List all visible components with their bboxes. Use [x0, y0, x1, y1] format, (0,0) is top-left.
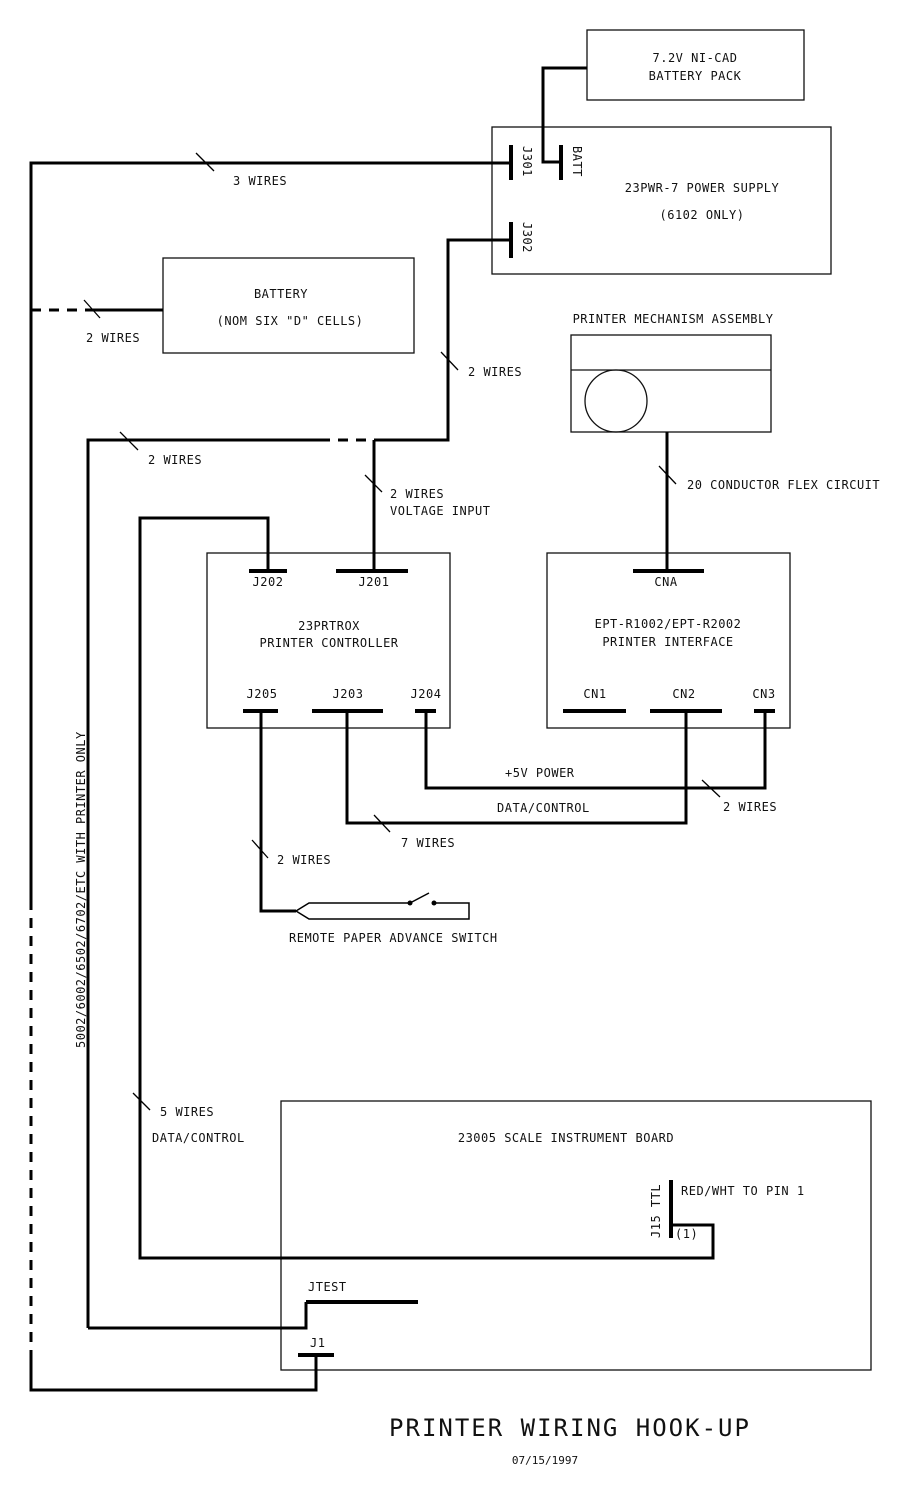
label-5v-power: +5V POWER	[505, 766, 575, 780]
battery-line1: BATTERY	[254, 287, 308, 301]
j15-pin-note: RED/WHT TO PIN 1	[681, 1184, 805, 1198]
j15-pin-label: (1)	[675, 1227, 698, 1241]
wire-left-2-wires	[86, 438, 320, 1328]
j205-label: J205	[247, 687, 278, 701]
power-supply-line2: (6102 ONLY)	[660, 208, 745, 222]
nicad-pack-box	[586, 29, 805, 101]
switch-lead-top	[295, 902, 410, 912]
j1-label: J1	[310, 1336, 325, 1350]
label-voltage-wires: 2 WIRES	[390, 487, 444, 501]
printer-controller-box	[206, 552, 451, 729]
wire-data-control	[345, 711, 688, 825]
label-left-wires: 2 WIRES	[148, 453, 202, 467]
label-cn3-wires: 2 WIRES	[723, 800, 777, 814]
label-flex-circuit: 20 CONDUCTOR FLEX CIRCUIT	[687, 478, 880, 492]
label-vertical-note: 5002/6002/6502/6702/ETC WITH PRINTER ONL…	[74, 731, 88, 1048]
printer-roller-icon	[584, 369, 648, 433]
printer-controller-line1: 23PRTROX	[298, 619, 360, 633]
label-voltage-input: VOLTAGE INPUT	[390, 504, 490, 518]
printer-controller-line2: PRINTER CONTROLLER	[259, 636, 398, 650]
batt-label: BATT	[570, 146, 584, 177]
tick-flex	[658, 465, 677, 485]
label-3-wires: 3 WIRES	[233, 174, 287, 188]
j201-label: J201	[359, 575, 390, 589]
cna-label: CNA	[654, 575, 677, 589]
wire-jtest	[88, 1302, 308, 1330]
printer-interface-line1: EPT-R1002/EPT-R2002	[595, 617, 742, 631]
switch-lead-bottom	[295, 902, 470, 920]
printer-interface-line2: PRINTER INTERFACE	[602, 635, 733, 649]
battery-box	[162, 257, 415, 354]
diagram-date: 07/15/1997	[512, 1454, 578, 1467]
jtest-label: JTEST	[308, 1280, 347, 1294]
power-supply-box	[491, 126, 832, 275]
wire-5v-power	[424, 711, 767, 790]
wire-switch	[259, 711, 296, 913]
label-7-wires: 7 WIRES	[401, 836, 455, 850]
label-j302-wires: 2 WIRES	[468, 365, 522, 379]
label-switch-wires: 2 WIRES	[277, 853, 331, 867]
scale-board-box	[280, 1100, 872, 1371]
tick-5-wires	[132, 1092, 151, 1111]
switch-contact-right	[431, 900, 437, 906]
printer-mechanism-box	[570, 334, 772, 433]
label-switch: REMOTE PAPER ADVANCE SWITCH	[289, 931, 498, 945]
wire-3-wires	[29, 161, 511, 910]
cn3-label: CN3	[752, 687, 775, 701]
wire-j1-return	[29, 1350, 318, 1392]
cn2-label: CN2	[672, 687, 695, 701]
wire-5-wires	[138, 516, 715, 1260]
diagram-title: PRINTER WIRING HOOK-UP	[389, 1414, 751, 1442]
j302-label: J302	[520, 222, 534, 253]
j15-label: J15 TTL	[649, 1184, 663, 1238]
battery-line2: (NOM SIX "D" CELLS)	[217, 314, 364, 328]
tick-j302	[440, 351, 459, 371]
tick-switch	[251, 839, 269, 859]
label-data-control: DATA/CONTROL	[497, 801, 590, 815]
tick-left	[119, 431, 139, 451]
wire-j302	[374, 238, 511, 442]
wire-nicad-top	[541, 66, 587, 100]
tick-battery	[83, 299, 101, 319]
scale-board-label: 23005 SCALE INSTRUMENT BOARD	[458, 1131, 674, 1145]
tick-cn3	[701, 779, 721, 798]
j203-label: J203	[333, 687, 364, 701]
tick-voltage	[364, 474, 383, 493]
label-5-data-control: DATA/CONTROL	[152, 1131, 245, 1145]
nicad-pack-line2: BATTERY PACK	[649, 69, 742, 83]
cn1-label: CN1	[583, 687, 606, 701]
wire-nicad-batt	[541, 68, 561, 164]
label-5-wires: 5 WIRES	[160, 1105, 214, 1119]
j301-label: J301	[520, 146, 534, 177]
label-battery-wires: 2 WIRES	[86, 331, 140, 345]
j204-label: J204	[411, 687, 442, 701]
tick-7-wires	[373, 814, 391, 833]
nicad-pack-line1: 7.2V NI-CAD	[653, 51, 738, 65]
tick-3-wires	[195, 152, 215, 172]
j202-label: J202	[253, 575, 284, 589]
switch-arm-icon	[409, 892, 430, 904]
power-supply-line1: 23PWR-7 POWER SUPPLY	[625, 181, 780, 195]
printer-mechanism-label: PRINTER MECHANISM ASSEMBLY	[573, 312, 774, 326]
